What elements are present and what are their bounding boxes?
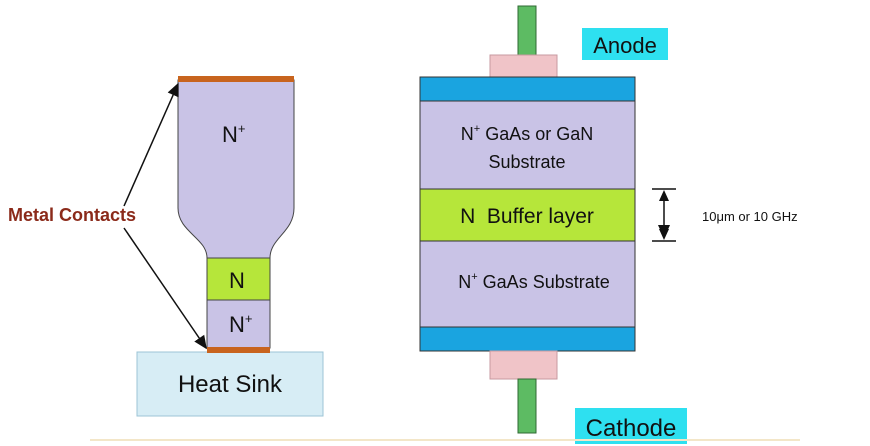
lower-substrate-label: N+ GaAs Substrate [458, 271, 610, 292]
middle-n-region [206, 257, 271, 301]
cathode-label-bg [575, 408, 687, 444]
anode-pad [489, 54, 558, 78]
anode-lead [517, 5, 537, 57]
bottom-contact-plate [419, 326, 636, 352]
buffer-layer-label: N Buffer layer [460, 205, 594, 228]
top-n-plus-region [177, 79, 295, 259]
bottom-n-plus-label: N+ [229, 311, 252, 337]
anode-label-bg [582, 28, 668, 60]
middle-n-label: N [229, 268, 245, 293]
cathode-label: Cathode [586, 415, 677, 442]
buffer-layer [419, 188, 636, 242]
cathode-lead [517, 378, 537, 434]
top-contact-plate [419, 76, 636, 102]
top-metal-contact [178, 76, 294, 82]
upper-substrate-layer [419, 100, 636, 190]
upper-substrate-line1: N+ GaAs or GaN [461, 123, 593, 144]
metal-contacts-label: Metal Contacts [8, 205, 136, 225]
heat-sink-label: Heat Sink [178, 371, 283, 398]
arrow-to-top-contact [123, 82, 179, 207]
lower-substrate-layer [419, 240, 636, 328]
arrow-to-bottom-contact [123, 227, 207, 350]
left-device: Heat Sink N+ N N+ Metal Contacts [8, 76, 324, 417]
right-device: Anode N+ GaAs or GaN Substrate N Buffer … [419, 5, 798, 444]
bottom-n-plus-region [206, 299, 271, 349]
cathode-pad [489, 350, 558, 380]
top-n-plus-label: N+ [222, 121, 245, 147]
upper-substrate-line2: Substrate [488, 152, 565, 172]
dimension-label: 10μm or 10 GHz [702, 209, 798, 224]
heat-sink [136, 351, 324, 417]
bottom-metal-contact [207, 347, 270, 353]
anode-label: Anode [593, 33, 657, 58]
